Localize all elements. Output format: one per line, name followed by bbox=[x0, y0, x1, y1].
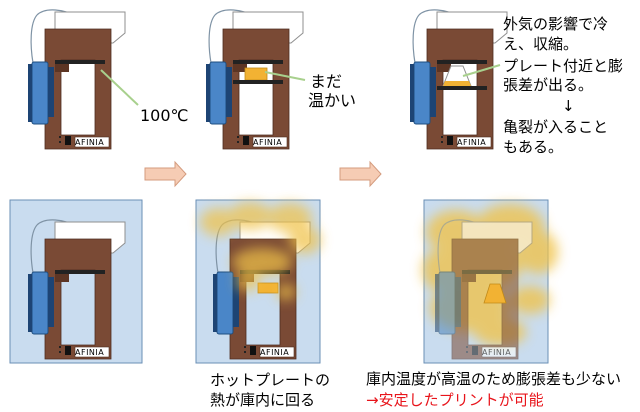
note-line-3: プレート付近と膨 bbox=[503, 57, 624, 75]
note-line-4: 張差が出る。 bbox=[503, 76, 594, 94]
note-line-1: 外気の影響で冷 bbox=[503, 15, 609, 33]
print-object-enclosed-3 bbox=[483, 283, 507, 304]
arrow-right-1 bbox=[144, 160, 187, 188]
note-callout-line bbox=[462, 64, 501, 77]
enclosed-heat-line-2: 熱が庫内に回る bbox=[210, 391, 316, 409]
brand-label-3: AFINIA bbox=[457, 138, 487, 147]
result-line-2: →安定したプリントが可能 bbox=[366, 391, 544, 409]
enclosed-heat-line-1: ホットプレートの bbox=[210, 371, 331, 389]
arrow-right-2 bbox=[339, 160, 382, 188]
brand-label-1: AFINIA bbox=[75, 138, 105, 147]
temp-label: 100℃ bbox=[140, 106, 189, 125]
brand-label-6: AFINIA bbox=[482, 348, 512, 357]
print-object-enclosed-2 bbox=[257, 282, 279, 294]
brand-label-5: AFINIA bbox=[260, 348, 290, 357]
result-line-1: 庫内温度が高温のため膨張差も少ない bbox=[366, 370, 622, 388]
heat-cloud-partial bbox=[200, 202, 321, 300]
still-warm-label-line1: まだ bbox=[310, 72, 343, 91]
brand-label-2: AFINIA bbox=[253, 138, 283, 147]
temp-callout-line bbox=[100, 69, 139, 106]
note-down-arrow: ↓ bbox=[562, 97, 575, 115]
note-line-6: もある。 bbox=[503, 138, 564, 156]
brand-label-4: AFINIA bbox=[75, 348, 105, 357]
print-object-cracked-base bbox=[443, 81, 471, 86]
print-object-warm bbox=[244, 67, 268, 81]
warm-callout-line bbox=[264, 71, 306, 81]
note-line-5: 亀裂が入ること bbox=[503, 118, 609, 136]
note-line-2: え、収縮。 bbox=[503, 35, 579, 53]
print-plate-lowered-1 bbox=[233, 80, 283, 84]
still-warm-label-line2: 温かい bbox=[308, 91, 357, 110]
print-plate-lowered-2 bbox=[437, 86, 487, 90]
